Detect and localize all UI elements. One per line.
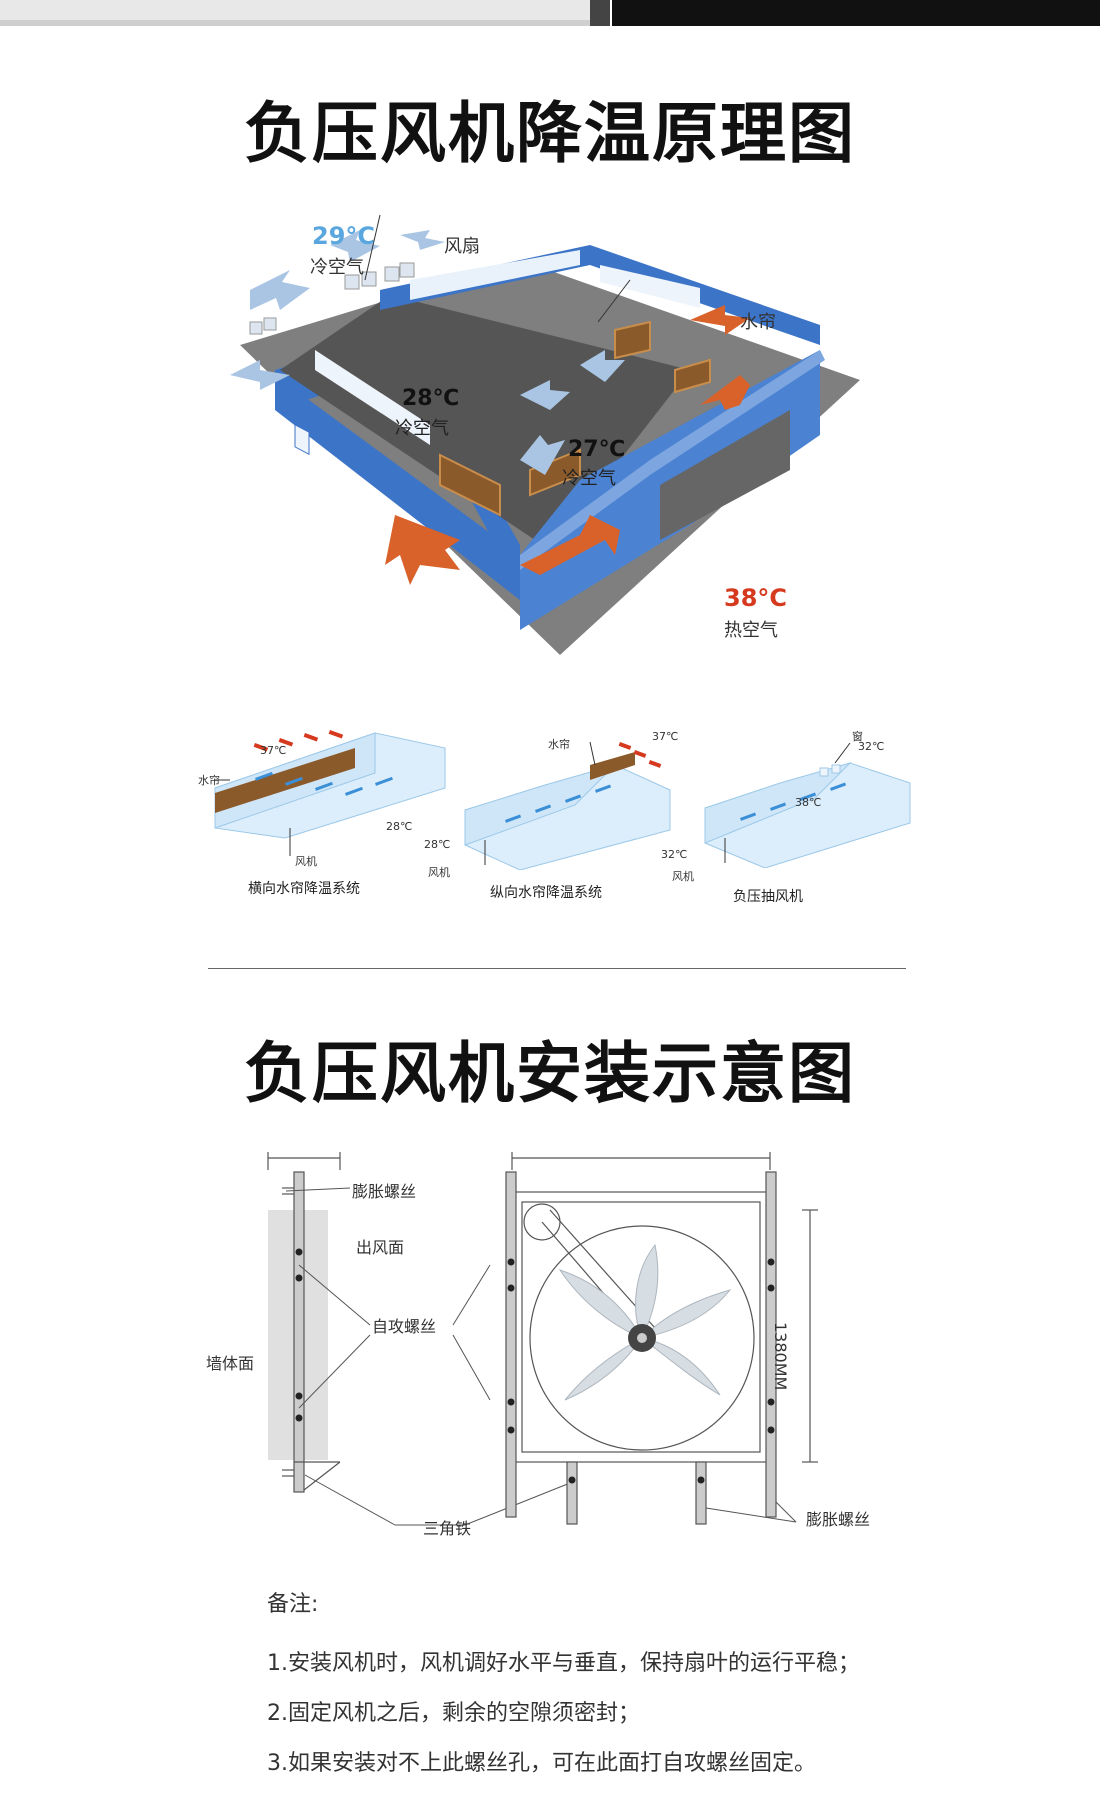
system2-temp-outside: 37℃ [652,730,679,743]
cold-air-temp-label: 29°C [312,222,376,250]
system1-curtain-label: 水帘 [198,774,220,787]
negative-pressure-fan-diagram [704,742,911,868]
fan-units [249,262,415,335]
inside-label-1: 冷空气 [395,418,449,439]
dimension-label: 1380MM [771,1322,790,1391]
cold-air-label: 冷空气 [310,257,364,278]
system3-caption: 负压抽风机 [733,889,803,905]
installation-diagram [267,1152,818,1526]
system1-temp-inside: 28℃ [386,820,413,833]
system3-fan-label: 风机 [672,870,694,883]
outlet-face-label: 出风面 [356,1238,405,1257]
system1-temp-outside: 37℃ [260,744,287,757]
horizontal-curtain-diagram [214,730,446,856]
cooling-principle-diagram [230,214,860,655]
notes-heading: 备注: [267,1592,319,1617]
section-divider [208,968,906,969]
inside-temp-2: 27℃ [568,437,626,462]
system1-fan-label: 风机 [295,855,317,868]
wall-face-label: 墙体面 [206,1354,255,1373]
system2-fan-label: 风机 [428,866,450,879]
principle-title: 负压风机降温原理图 [244,95,856,172]
longitudinal-curtain-diagram [464,741,671,870]
note-item: 2.固定风机之后，剩余的空隙须密封； [267,1701,640,1726]
note-item: 3.如果安装对不上此螺丝孔，可在此面打自攻螺丝固定。 [267,1751,816,1776]
system3-temp-top: 32℃ [858,740,885,753]
inside-label-2: 冷空气 [562,468,616,489]
expansion-bolt-bottom-label: 膨胀螺丝 [806,1510,871,1529]
system2-temp-inside: 28℃ [424,838,451,851]
expansion-bolt-top-label: 膨胀螺丝 [352,1182,417,1201]
system2-caption: 纵向水帘降温系统 [490,885,602,901]
top-image-strip [0,0,1100,26]
system3-temp-mid: 38℃ [795,796,822,809]
system1-caption: 横向水帘降温系统 [248,881,360,897]
self-tapping-screw-label: 自攻螺丝 [372,1317,437,1336]
inside-temp-1: 28℃ [402,386,460,411]
hot-air-label: 热空气 [724,620,778,641]
note-item: 1.安装风机时，风机调好水平与垂直，保持扇叶的运行平稳； [267,1651,860,1676]
system3-temp-side: 32℃ [661,848,688,861]
installation-title: 负压风机安装示意图 [244,1035,856,1112]
notes-section: 备注: 1.安装风机时，风机调好水平与垂直，保持扇叶的运行平稳； 2.固定风机之… [267,1585,1067,1789]
water-curtain-panels [439,320,711,517]
hot-air-temp-label: 38°C [724,584,788,612]
triangle-iron-label: 三角铁 [423,1519,472,1538]
window-row-left [315,350,430,445]
hot-air-arrows [385,305,750,585]
system3-window-label: 窗 [852,730,863,743]
cold-air-arrows [230,230,625,475]
fan-label: 风扇 [444,236,480,257]
curtain-label: 水帘 [740,312,776,333]
system2-curtain-label: 水帘 [548,738,570,751]
